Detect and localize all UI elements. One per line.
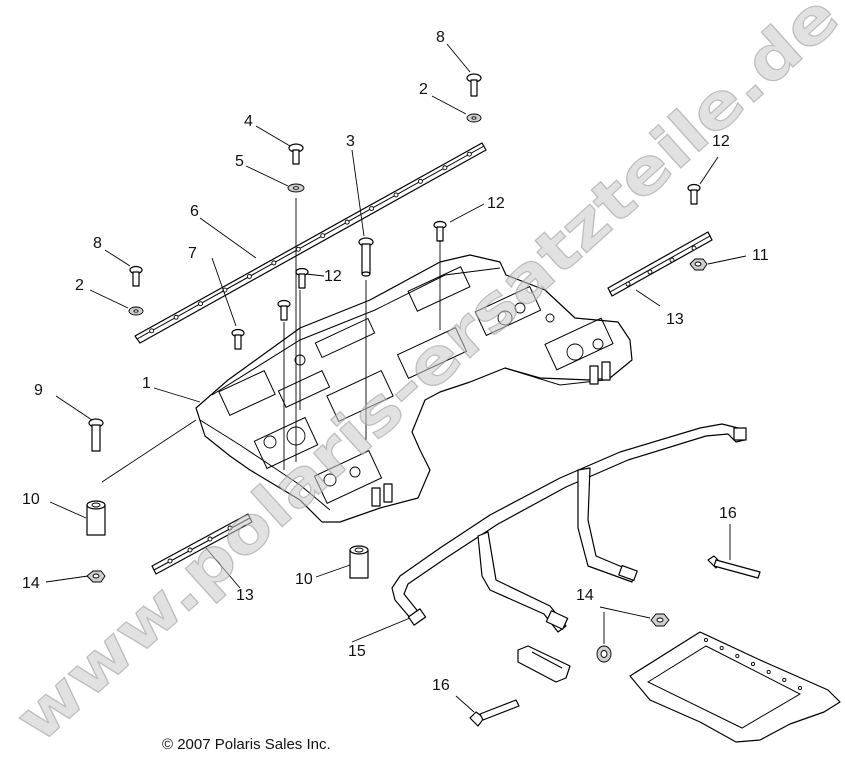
washer-2-top bbox=[466, 113, 482, 123]
bolt-16-bottom bbox=[469, 699, 520, 727]
callout-2-top: 2 bbox=[419, 81, 428, 98]
screw-4 bbox=[288, 143, 304, 165]
spacer-10-left bbox=[86, 500, 106, 536]
callout-8-left: 8 bbox=[93, 235, 102, 252]
callout-leaders bbox=[45, 43, 747, 713]
callout-7: 7 bbox=[188, 245, 197, 262]
part-1-rack bbox=[195, 254, 633, 523]
washer-5 bbox=[287, 183, 305, 193]
callout-16-right: 16 bbox=[719, 505, 737, 522]
callout-3: 3 bbox=[346, 133, 355, 150]
callout-13-left: 13 bbox=[236, 587, 254, 604]
callout-11: 11 bbox=[752, 247, 769, 264]
callout-1: 1 bbox=[142, 375, 151, 392]
nut-11 bbox=[689, 258, 708, 271]
copyright-notice: © 2007 Polaris Sales Inc. bbox=[162, 736, 331, 753]
callout-2-left: 2 bbox=[75, 277, 84, 294]
part-13-rail-left bbox=[151, 513, 253, 575]
plate-bracket bbox=[517, 645, 571, 683]
nut-14-left bbox=[86, 570, 106, 583]
callout-12-center: 12 bbox=[487, 195, 505, 212]
bolt-16-right bbox=[707, 555, 761, 579]
callout-labels: 8 2 4 5 3 6 7 8 2 12 12 12 11 13 1 9 10 … bbox=[22, 29, 769, 694]
part-13-rail-right bbox=[607, 231, 713, 297]
screw-12-right bbox=[687, 183, 701, 205]
callout-14-left: 14 bbox=[22, 575, 40, 592]
callout-12-right: 12 bbox=[712, 133, 730, 150]
callout-12-left: 12 bbox=[324, 268, 342, 285]
screw-8-top bbox=[466, 73, 482, 97]
spacer-10-center bbox=[349, 545, 369, 579]
callout-15: 15 bbox=[348, 643, 366, 660]
callout-10-left: 10 bbox=[22, 491, 40, 508]
callout-13-right: 13 bbox=[666, 311, 684, 328]
callout-5: 5 bbox=[235, 153, 244, 170]
screw-12-center bbox=[433, 220, 447, 242]
support-frame-lower bbox=[629, 631, 841, 743]
screw-7 bbox=[231, 328, 245, 350]
callout-9: 9 bbox=[34, 382, 43, 399]
washer-2-left bbox=[128, 306, 144, 316]
part-15-frame-rail bbox=[391, 423, 747, 633]
bolt-9 bbox=[88, 418, 104, 452]
callout-14-right: 14 bbox=[576, 587, 594, 604]
callout-4: 4 bbox=[244, 113, 253, 130]
callout-16-bottom: 16 bbox=[432, 677, 450, 694]
washer-14-right bbox=[596, 645, 612, 663]
nut-14-right bbox=[650, 613, 670, 627]
assembly-axis-lines bbox=[101, 198, 441, 483]
callout-8-top: 8 bbox=[436, 29, 445, 46]
pin-3 bbox=[358, 237, 374, 277]
callout-6: 6 bbox=[190, 203, 199, 220]
callout-10-center: 10 bbox=[295, 571, 313, 588]
screws-12-left-pair bbox=[277, 267, 309, 321]
screw-8-left bbox=[129, 265, 143, 287]
